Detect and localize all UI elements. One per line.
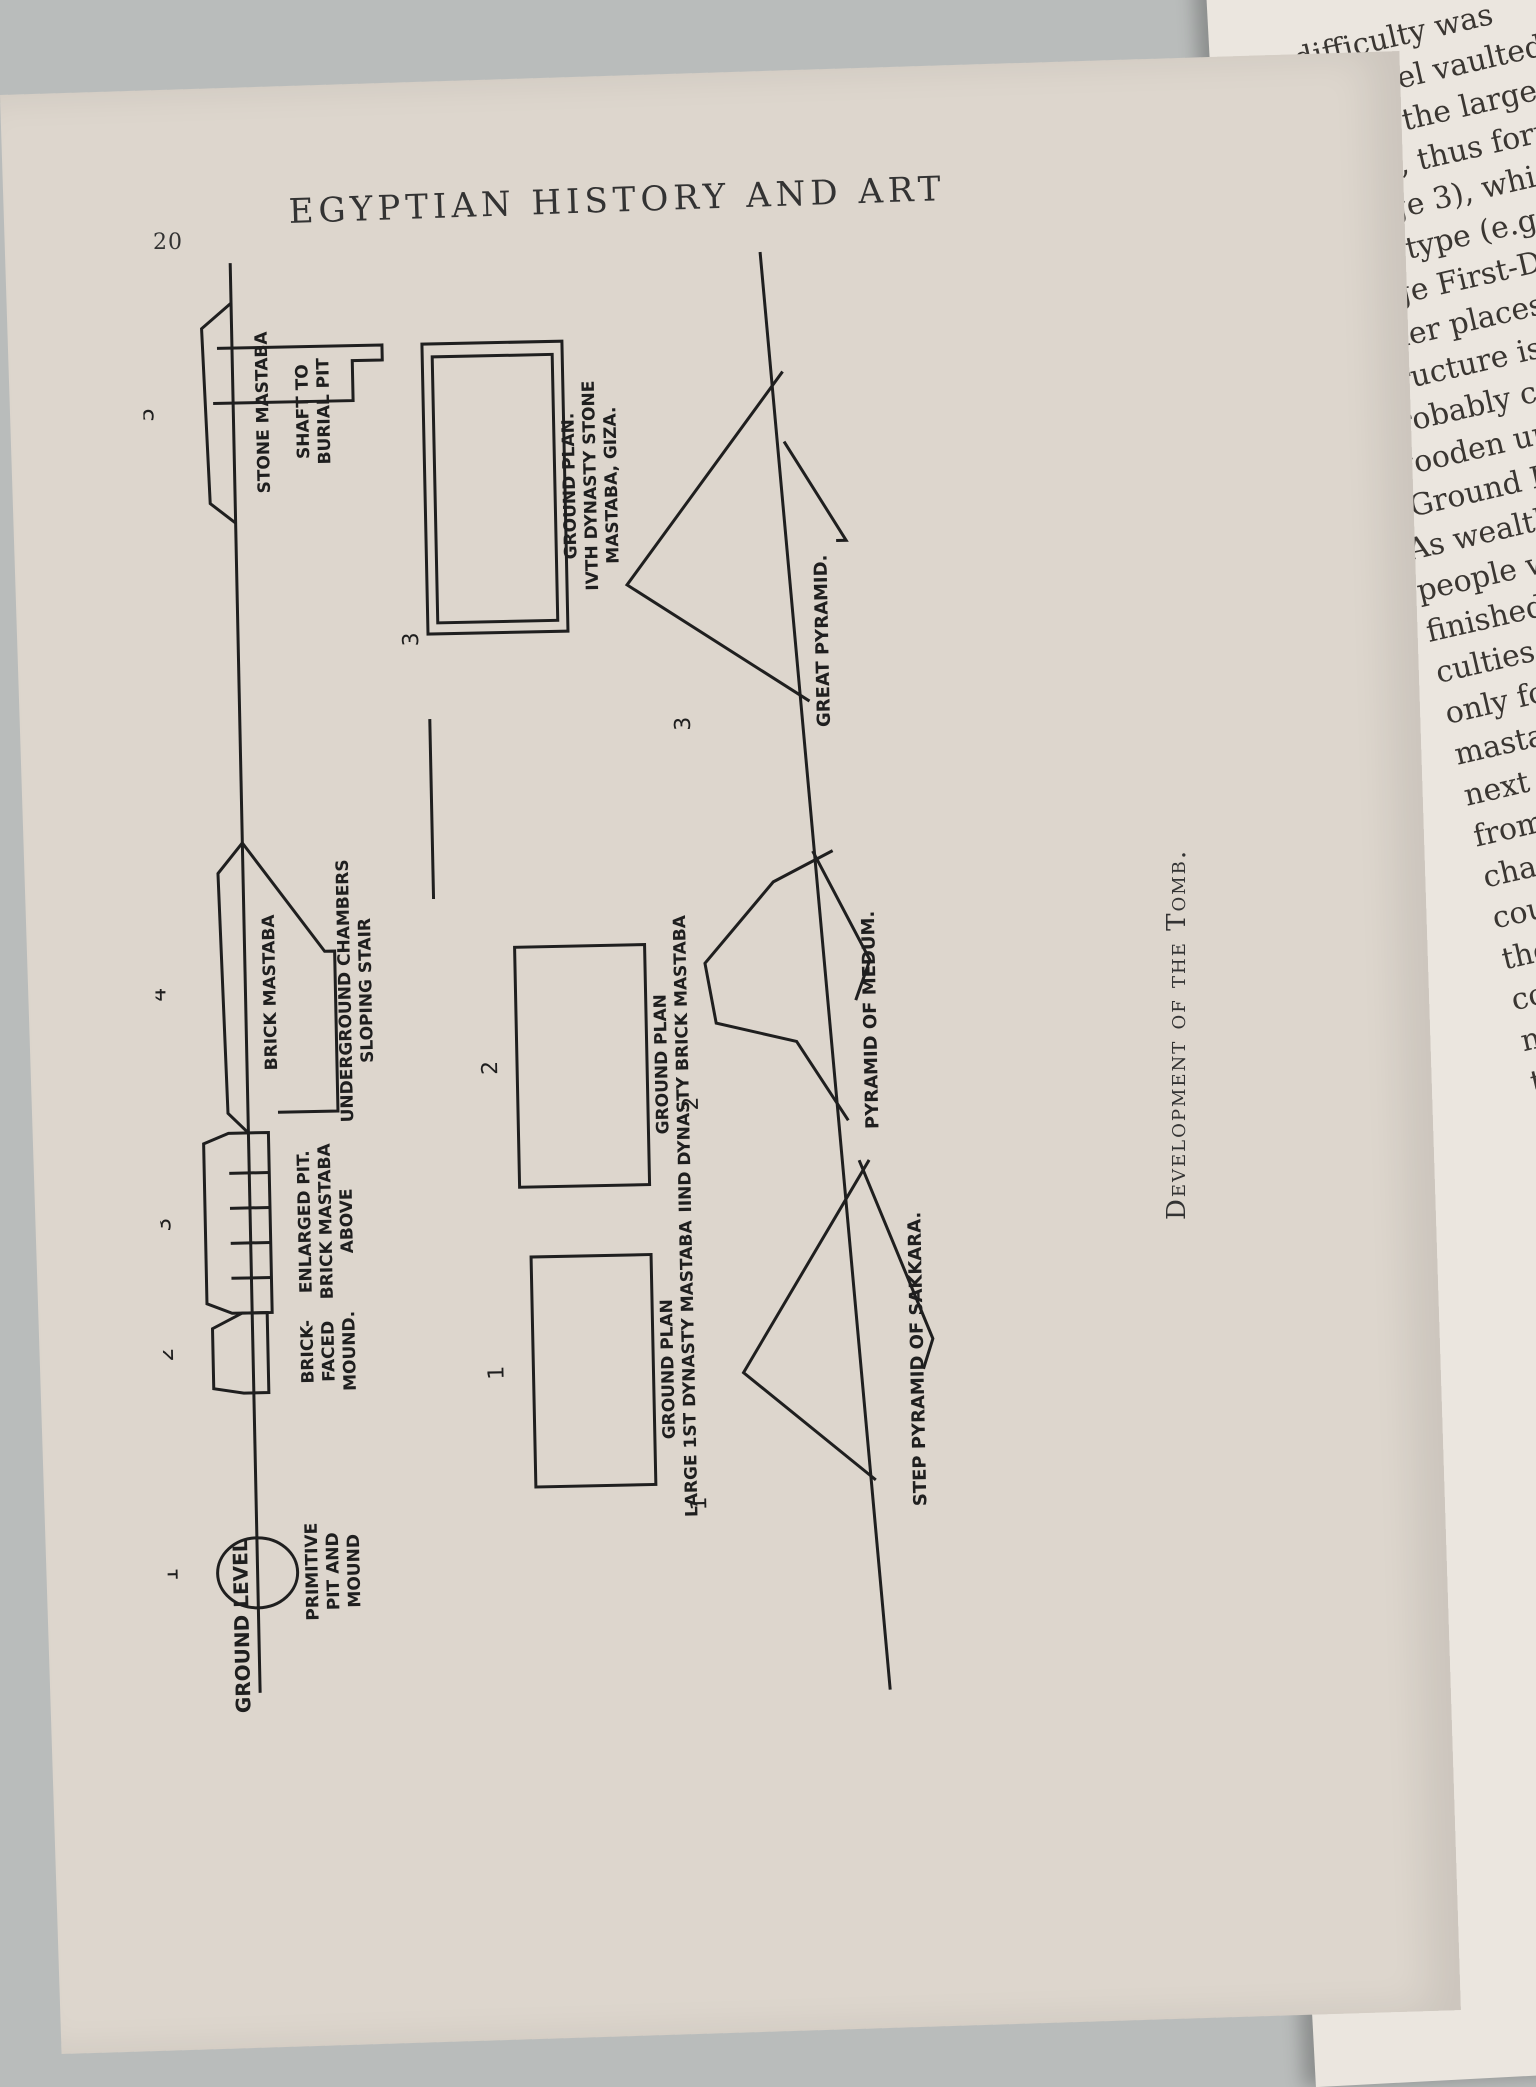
top-stage-label: PIT AND bbox=[323, 1532, 345, 1610]
figure-caption: Development of the Tomb. bbox=[1162, 849, 1192, 1220]
plan-3-outline bbox=[422, 341, 568, 634]
page-number: 20 bbox=[153, 230, 183, 255]
great-pyramid-shape bbox=[623, 371, 810, 705]
pyramid-label: GREAT PYRAMID. bbox=[810, 554, 835, 727]
top-stage-label: MOUND. bbox=[339, 1311, 361, 1391]
plan-number: 2 bbox=[478, 1061, 503, 1076]
plan-label: GROUND PLAN. bbox=[558, 413, 581, 560]
top-stage-label: MOUND bbox=[344, 1534, 366, 1608]
top-stage-label: ENLARGED PIT. bbox=[294, 1150, 317, 1293]
ground-level-label: GROUND LEVEL bbox=[228, 1539, 256, 1713]
top-stage-label: BRICK- bbox=[297, 1320, 318, 1384]
plan-2-outline bbox=[515, 945, 650, 1188]
top-stage-sublabel: BURIAL PIT bbox=[313, 357, 335, 464]
plan-label: MASTABA, GIZA. bbox=[600, 406, 623, 563]
pyramid-number: 3 bbox=[671, 716, 696, 731]
pyramid-label: STEP PYRAMID OF SAKKARA. bbox=[904, 1212, 931, 1507]
top-stage-label: ABOVE bbox=[337, 1188, 358, 1253]
top-stage-label: BRICK MASTABA bbox=[315, 1142, 338, 1299]
pyramid-number: 2 bbox=[679, 1096, 704, 1111]
top-stage-sublabel: UNDERGROUND CHAMBERS bbox=[333, 859, 359, 1122]
plan-label: GROUND PLAN bbox=[657, 1299, 680, 1440]
brick-faced-mound-shape bbox=[212, 1313, 269, 1394]
top-stage-label: BRICK MASTABA bbox=[259, 913, 282, 1070]
plan-number: 3 bbox=[399, 632, 424, 647]
enlarged-pit-shape bbox=[203, 1133, 272, 1314]
top-stage-sublabel: SLOPING STAIR bbox=[355, 918, 378, 1063]
top-stage-label: STONE MASTABA bbox=[252, 330, 275, 493]
top-stage-sublabel: SHAFT TO bbox=[292, 364, 314, 459]
pyramid-number: 1 bbox=[687, 1496, 712, 1511]
plan-1-outline bbox=[531, 1255, 656, 1487]
top-stage-label: FACED bbox=[318, 1321, 339, 1382]
top-stage-number: 5 bbox=[140, 408, 159, 423]
plan-number: 1 bbox=[484, 1366, 509, 1381]
plan-label: IIND DYNASTY BRICK MASTABA bbox=[670, 914, 696, 1213]
plan-label: GROUND PLAN bbox=[651, 994, 674, 1135]
figure-labels: GROUND LEVEL bbox=[228, 1539, 256, 1713]
top-stage-label: PRIMITIVE bbox=[302, 1523, 324, 1621]
step-pyramid-shape bbox=[739, 1160, 876, 1483]
plan-label: LARGE 1ST DYNASTY MASTABA bbox=[676, 1219, 702, 1517]
pyramid-label: PYRAMID OF MEDUM. bbox=[858, 911, 884, 1130]
compass-arrow bbox=[430, 719, 434, 899]
